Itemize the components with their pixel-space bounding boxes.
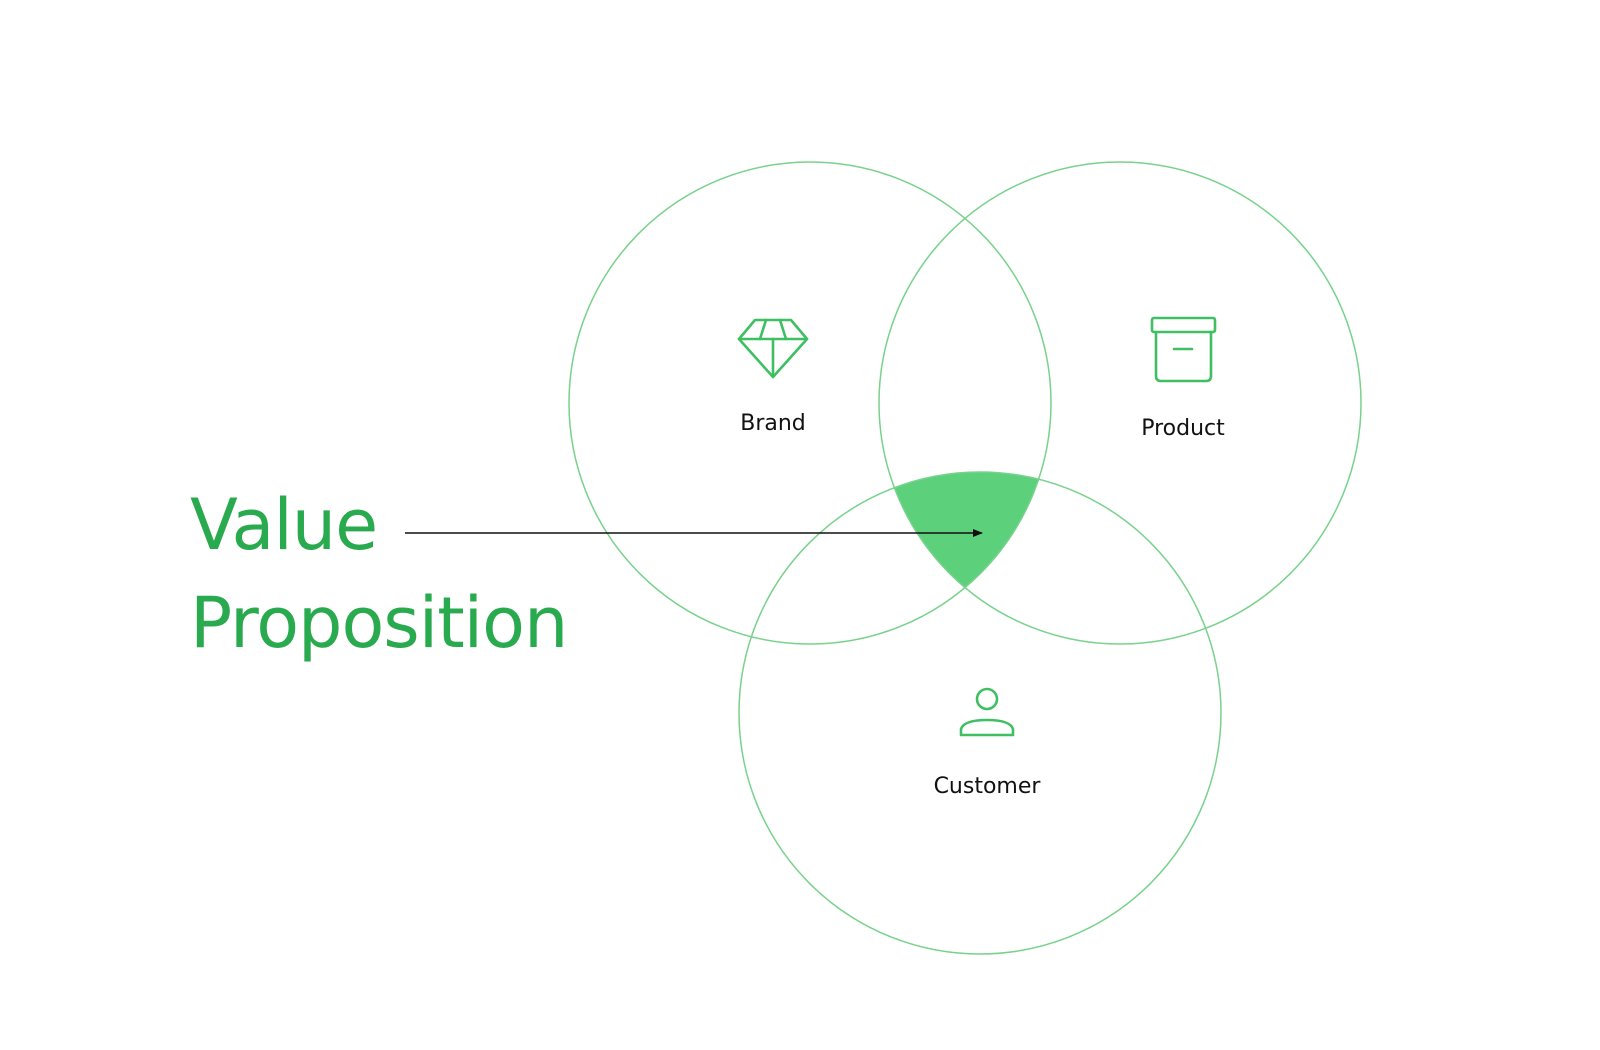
value-proposition-headline: Value Proposition	[190, 476, 568, 672]
customer-circle	[738, 471, 1222, 955]
archive-box-icon	[1150, 316, 1217, 383]
product-label: Product	[1141, 416, 1225, 441]
diamond-icon	[737, 318, 809, 379]
product-circle	[878, 161, 1362, 645]
customer-label: Customer	[934, 774, 1042, 799]
headline-line-proposition: Proposition	[190, 582, 568, 664]
brand-circle	[568, 161, 1052, 645]
headline-line-value: Value	[190, 484, 378, 566]
user-icon	[959, 687, 1015, 737]
intersection-highlight	[879, 472, 1051, 644]
intersection-fill	[879, 472, 1051, 644]
brand-label: Brand	[740, 411, 806, 436]
